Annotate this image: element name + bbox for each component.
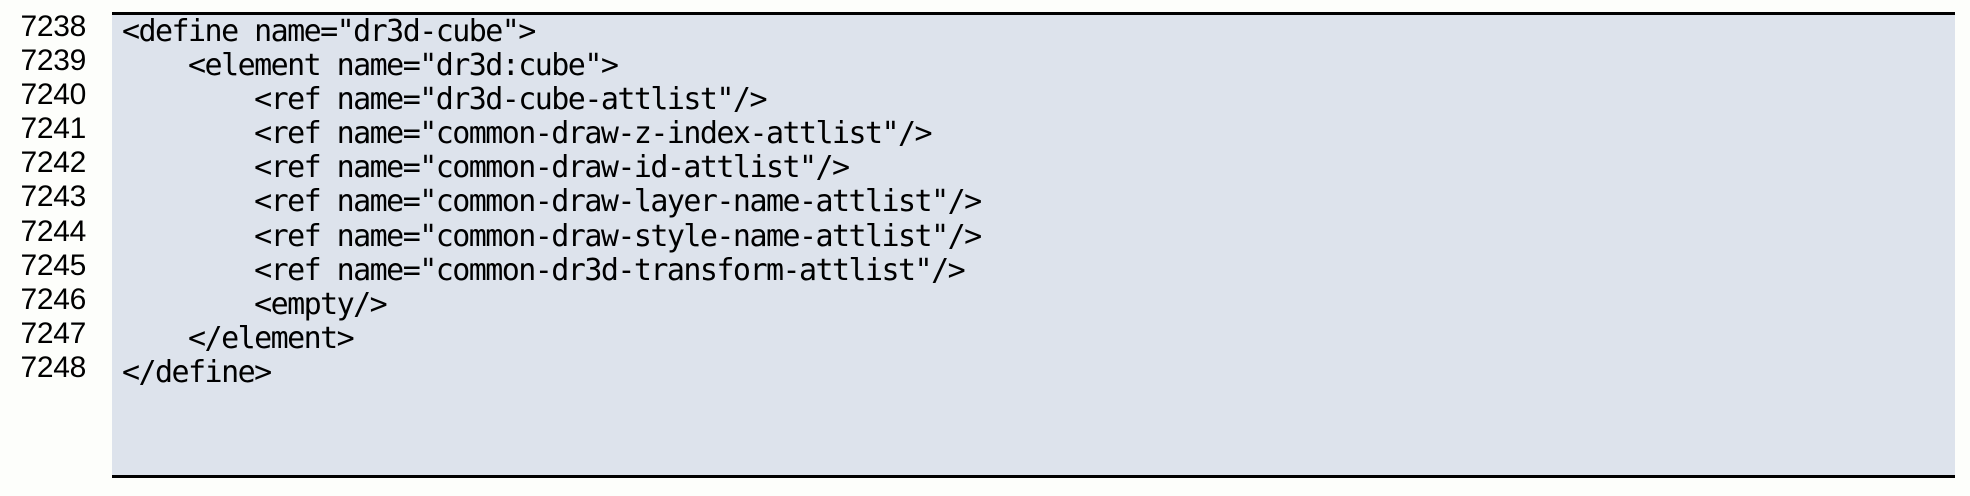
code-line: <ref name="common-dr3d-transform-attlist… xyxy=(122,252,966,288)
code-line: <define name="dr3d-cube"> xyxy=(122,14,536,49)
line-number: 7242 xyxy=(20,146,86,180)
code-panel: <define name="dr3d-cube"> <element name=… xyxy=(112,0,1955,496)
line-number: 7247 xyxy=(20,316,86,350)
line-number-gutter: 7238 7239 7240 7241 7242 7243 7244 7245 … xyxy=(0,0,112,496)
code-lines: <define name="dr3d-cube"> <element name=… xyxy=(112,15,1955,390)
line-number: 7239 xyxy=(20,44,86,78)
code-line: <ref name="common-draw-z-index-attlist"/… xyxy=(122,116,933,152)
line-number: 7240 xyxy=(20,78,86,112)
line-number: 7244 xyxy=(20,214,86,248)
line-number: 7245 xyxy=(20,248,86,282)
line-number: 7248 xyxy=(20,350,86,384)
line-number: 7246 xyxy=(20,282,86,316)
line-number: 7243 xyxy=(20,180,86,214)
code-line: <ref name="common-draw-layer-name-attlis… xyxy=(122,184,982,220)
code-line: <ref name="common-draw-style-name-attlis… xyxy=(122,218,982,254)
code-line: <empty/> xyxy=(122,286,388,322)
code-line: <element name="dr3d:cube"> xyxy=(122,48,619,84)
code-line: <ref name="dr3d-cube-attlist"/> xyxy=(122,82,767,118)
line-number: 7238 xyxy=(20,10,86,43)
code-block[interactable]: <define name="dr3d-cube"> <element name=… xyxy=(112,12,1955,478)
line-number: 7241 xyxy=(20,112,86,146)
code-line: </element> xyxy=(122,320,355,356)
code-line: <ref name="common-draw-id-attlist"/> xyxy=(122,150,850,186)
code-line: </define> xyxy=(122,354,272,390)
